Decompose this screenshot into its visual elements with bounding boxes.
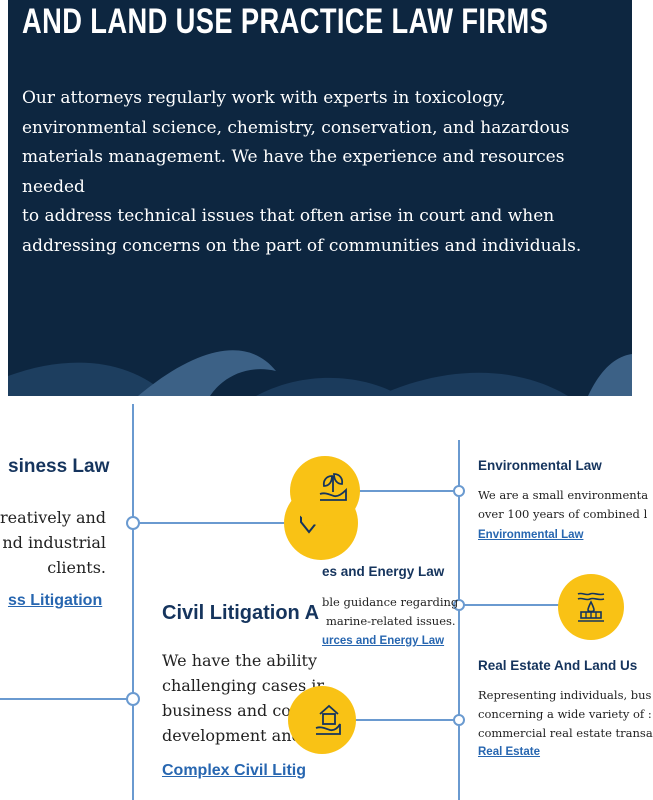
environmental-law-heading: Environmental Law <box>478 458 602 473</box>
timeline-connector <box>134 522 316 524</box>
business-law-heading: siness Law <box>8 456 110 477</box>
timeline-vertical-line <box>132 404 134 800</box>
timeline-node <box>126 692 140 706</box>
timeline-connector <box>460 604 596 606</box>
hero-section: AND LAND USE PRACTICE LAW FIRMS Our atto… <box>8 0 632 396</box>
timeline-connector <box>0 698 133 700</box>
hand-house-icon <box>315 704 341 735</box>
timeline-connector <box>346 719 458 721</box>
environmental-law-description: We are a small environmenta over 100 yea… <box>478 488 649 521</box>
hand-leaf-icon <box>319 473 347 501</box>
real-estate-link[interactable]: Real Estate <box>478 746 541 758</box>
timeline-vertical-line <box>458 440 460 800</box>
real-estate-land-use-heading: Real Estate And Land Us <box>478 658 638 673</box>
natural-resources-energy-description: ble guidance regarding marine-related is… <box>322 595 459 628</box>
real-estate-land-use-description: Representing individuals, bus concerning… <box>478 688 653 740</box>
wave-decoration <box>8 350 632 396</box>
natural-resources-energy-link[interactable]: urces and Energy Law <box>322 635 445 647</box>
hero-description: Our attorneys regularly work with expert… <box>22 88 582 256</box>
complex-civil-litigation-link[interactable]: Complex Civil Litig <box>162 762 307 779</box>
real-estate-land-icon-circle <box>288 686 356 754</box>
hero-title: AND LAND USE PRACTICE LAW FIRMS <box>22 2 549 41</box>
timeline-node <box>453 714 465 726</box>
real-estate-icon-circle <box>558 574 624 640</box>
business-litigation-link[interactable]: ss Litigation <box>8 592 103 609</box>
timeline-node <box>126 516 140 530</box>
civil-litigation-heading: Civil Litigation A <box>162 602 320 624</box>
timeline-node <box>453 599 465 611</box>
natural-resources-energy-heading: es and Energy Law <box>322 564 445 579</box>
environmental-icon-circle <box>290 456 360 526</box>
practice-areas-timeline: siness Law reatively and nd industrial c… <box>0 404 653 800</box>
timeline-connector <box>346 490 458 492</box>
practice-areas-left-panel: siness Law reatively and nd industrial c… <box>0 404 358 800</box>
timeline-node <box>453 485 465 497</box>
environmental-law-link[interactable]: Environmental Law <box>478 529 584 541</box>
civil-litigation-description: We have the ability challenging cases ir… <box>162 651 325 745</box>
practice-areas-right-panel: Environmental Law We are a small environ… <box>288 404 653 800</box>
water-treatment-icon <box>577 592 605 622</box>
business-law-description: reatively and nd industrial clients. <box>0 508 107 577</box>
